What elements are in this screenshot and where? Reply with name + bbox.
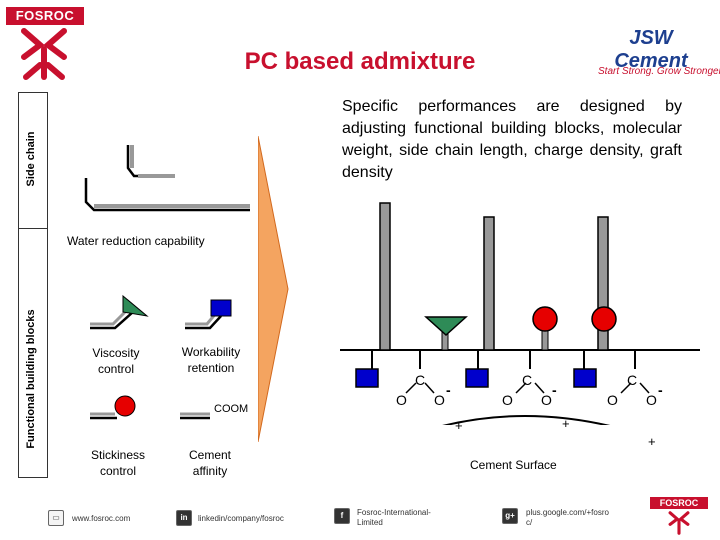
fosroc-logo: FOSROC	[0, 0, 90, 85]
oxygen-3b: O	[646, 392, 657, 408]
cement-surface-curve	[442, 415, 611, 425]
description-text: Specific performances are designed by ad…	[342, 98, 682, 181]
fosroc-logo-small-text: FOSROC	[650, 497, 708, 509]
coom-label: COOM	[214, 403, 249, 415]
web-icon[interactable]: ▭	[48, 510, 64, 526]
jsw-cement-logo: JSW Cement Start Strong. Grow Stronger.	[598, 22, 720, 84]
plus-3: +	[648, 434, 656, 449]
blue-square-icon	[573, 368, 597, 388]
carboxyl-c-3: C	[627, 372, 638, 388]
jsw-logo-name: JSW Cement	[614, 27, 688, 72]
functional-blocks-label: Functional building blocks	[25, 309, 37, 449]
oxygen-1a: O	[396, 392, 407, 408]
orange-arrow-icon	[258, 136, 289, 442]
minus-2: -	[552, 382, 557, 398]
footer-facebook-link[interactable]: Fosroc-International-Limited	[357, 508, 431, 527]
polymer-molecule-diagram	[340, 202, 700, 425]
water-reduction-label: Water reduction capability	[67, 234, 205, 248]
fosroc-logo-text: FOSROC	[6, 7, 84, 25]
green-triangle-icon	[424, 316, 468, 337]
plus-2: +	[562, 416, 570, 431]
linkedin-icon[interactable]: in	[176, 510, 192, 526]
footer-web-link[interactable]: www.fosroc.com	[72, 514, 131, 523]
oxygen-3a: O	[607, 392, 618, 408]
functional-blocks-diagram	[90, 294, 232, 420]
cement-affinity-block-icon	[180, 412, 210, 420]
cement-surface-label: Cement Surface	[470, 458, 557, 472]
jsw-logo-tagline: Start Strong. Grow Stronger.	[598, 66, 720, 77]
stickiness-block-icon	[90, 395, 136, 420]
footer-linkedin-link[interactable]: linkedin/company/fosroc	[198, 514, 284, 523]
fosroc-emblem-icon	[21, 28, 67, 80]
side-chain-diagram	[84, 145, 250, 212]
minus-3: -	[658, 382, 663, 398]
minus-1: -	[446, 382, 451, 398]
facebook-icon[interactable]: f	[334, 508, 350, 524]
workability-block-icon	[185, 299, 232, 330]
viscosity-block-icon	[90, 294, 149, 330]
functional-blocks-box	[18, 228, 48, 478]
oxygen-2a: O	[502, 392, 513, 408]
page-title: PC based admixture	[244, 48, 476, 75]
oxygen-1b: O	[434, 392, 445, 408]
fosroc-emblem-small-icon	[668, 511, 690, 535]
red-circle-icon	[532, 306, 558, 332]
blue-square-icon	[465, 368, 489, 388]
side-chain-label: Side chain	[25, 131, 37, 187]
carboxyl-c-2: C	[522, 372, 533, 388]
carboxyl-c-1: C	[415, 372, 426, 388]
google-plus-icon[interactable]: g+	[502, 508, 518, 524]
oxygen-2b: O	[541, 392, 552, 408]
fosroc-logo-small: FOSROC	[650, 497, 708, 537]
blue-square-icon	[355, 368, 379, 388]
red-circle-icon	[591, 306, 617, 332]
plus-1: +	[455, 418, 463, 433]
